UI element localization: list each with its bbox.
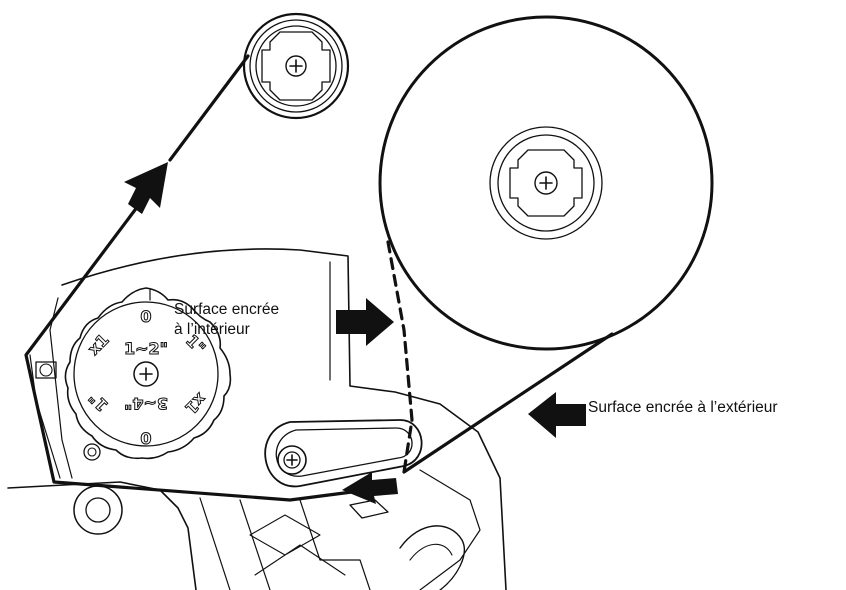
label-inside-line2: à l’intérieur [174,321,250,338]
arrow-into-slot-icon [342,472,398,504]
ribbon-rewind-spindle [242,12,350,120]
ribbon-path-outside [402,332,614,474]
left-bracket [35,361,57,379]
small-screw-left [83,443,101,461]
arrow-up-icon [124,162,168,214]
pressure-dial [64,287,232,460]
small-bracket [349,499,389,519]
dial-label-center-top: 1~2" [124,339,168,358]
handle-shape [399,525,465,590]
label-inside-line1: Surface encrée [174,301,280,318]
housing-outline [61,248,507,590]
cutter-plate [419,469,481,590]
lower-frame-lines [199,497,371,590]
dial-label-top: 0 [140,307,151,326]
handle-inner [409,543,453,561]
lower-bar [249,514,346,576]
dial-label-left-top: x1 [84,330,113,359]
dial-label-left-bottom: 1" [85,388,112,415]
lower-left-knob [73,485,123,535]
print-head-slot [264,419,423,488]
arrow-left-icon [528,392,586,438]
dial-label-bottom: 0 [140,429,151,448]
lower-housing [7,481,197,590]
label-outside: Surface encrée à l’extérieur [588,399,778,416]
ribbon-path-inside-dashed [386,240,414,474]
dial-center [133,361,159,387]
housing-left-frame [29,297,73,479]
housing-inner-outline [149,261,331,381]
dial-label-center-bottom: 3~4" [124,394,168,413]
arrow-right-icon [336,298,394,346]
ribbon-supply-roll [378,15,714,351]
ribbon-path-main [24,54,354,502]
